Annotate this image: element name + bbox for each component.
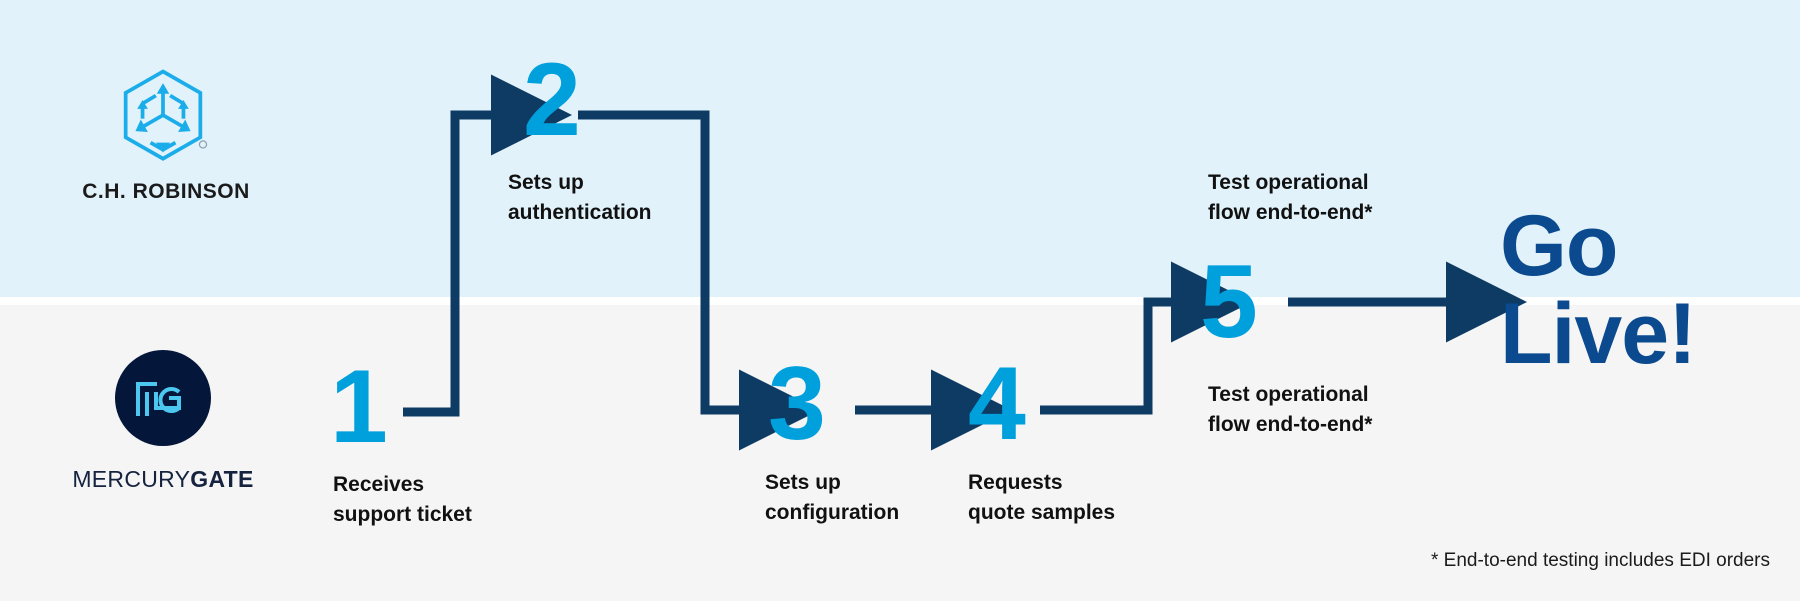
lane-band-chrobinson — [0, 0, 1800, 297]
ch-robinson-wordmark: C.H. ROBINSON — [82, 180, 250, 203]
mercurygate-word-mercury: MERCURY — [72, 466, 191, 492]
step-5-number: 5 — [1200, 244, 1258, 360]
footnote-text: * End-to-end testing includes EDI orders — [1430, 550, 1770, 571]
step-4-number: 4 — [968, 346, 1026, 462]
lane-divider — [0, 297, 1800, 305]
mercurygate-badge — [115, 350, 211, 446]
step-2-number: 2 — [523, 42, 581, 158]
connector-1-to-2 — [403, 74, 572, 417]
mercurygate-monogram-icon — [136, 382, 181, 416]
step-1-number: 1 — [330, 349, 388, 465]
ch-robinson-logo-icon — [123, 69, 208, 161]
connector-4-to-5 — [1040, 261, 1252, 415]
go-live-line-1: Go — [1500, 198, 1618, 294]
mercurygate-word-gate: GATE — [190, 466, 254, 492]
step-3-number: 3 — [768, 346, 826, 462]
mercurygate-wordmark: MERCURYGATE — [48, 466, 278, 493]
go-live-callout: Go Live! — [1500, 202, 1780, 378]
lane-band-mercurygate — [0, 305, 1800, 601]
go-live-line-2: Live! — [1500, 286, 1697, 382]
connector-2-to-3 — [578, 110, 820, 451]
